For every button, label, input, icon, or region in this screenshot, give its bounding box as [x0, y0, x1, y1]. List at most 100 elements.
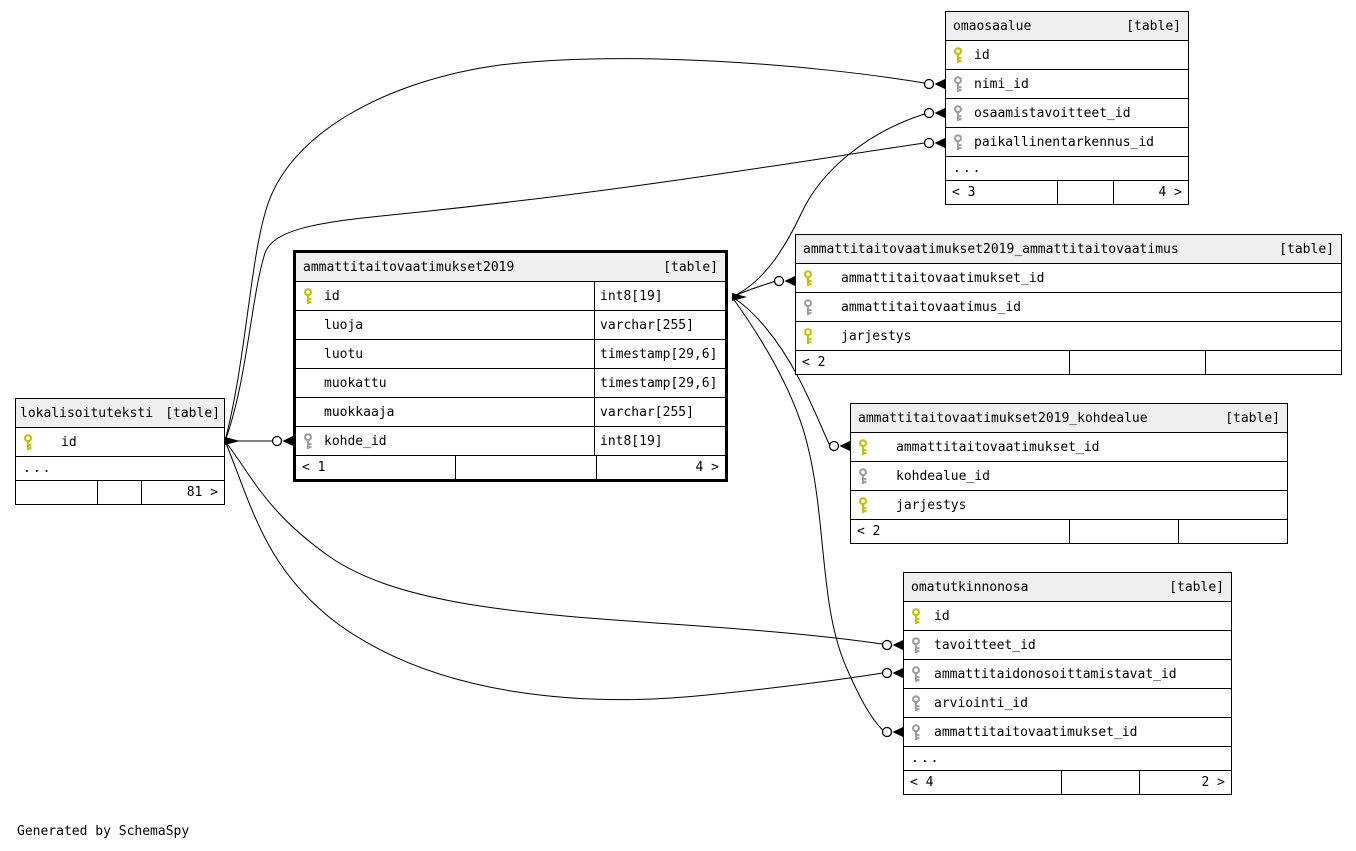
edge-endpoint [271, 435, 293, 447]
foreign-key-icon [952, 133, 966, 151]
primary-key-icon [22, 433, 36, 451]
foreign-key-icon [910, 636, 924, 654]
more-columns-ellipsis: ... [16, 456, 224, 480]
footer-parents: < 3 [952, 185, 976, 200]
column-row[interactable]: ammattitaidonosoittamistavat_id [904, 659, 1231, 688]
footer-children: 4 > [596, 456, 725, 479]
footer-children [1204, 351, 1341, 374]
foreign-key-icon [952, 75, 966, 93]
table-header[interactable]: ammattitaitovaatimukset2019 [table] [296, 253, 725, 281]
table-name: ammattitaitovaatimukset2019_kohdealue [858, 410, 1148, 426]
column-row[interactable]: ammattitaitovaatimukset_id [904, 717, 1231, 746]
footer-parents: < 2 [802, 355, 826, 370]
column-name: ammattitaidonosoittamistavat_id [934, 666, 1177, 682]
column-name: arviointi_id [934, 695, 1028, 711]
primary-key-icon [802, 269, 816, 287]
column-name: kohdealue_id [896, 468, 990, 484]
column-type: varchar[255] [594, 311, 725, 339]
column-row[interactable]: ammattitaitovaatimukset_id [851, 432, 1287, 461]
column-row[interactable]: id [946, 40, 1188, 69]
column-row[interactable]: ammattitaitovaatimus_id [796, 292, 1341, 321]
table-header[interactable]: omatutkinnonosa [table] [904, 573, 1231, 601]
footer-middle [1060, 771, 1139, 794]
column-row[interactable]: jarjestys [796, 321, 1341, 350]
table-tag: [table] [663, 259, 718, 275]
column-row[interactable]: tavoitteet_id [904, 630, 1231, 659]
column-name: muokkaaja [324, 404, 395, 420]
column-name: id [61, 434, 77, 450]
footer-middle [97, 481, 141, 504]
table-header[interactable]: ammattitaitovaatimukset2019_ammattitaito… [796, 235, 1341, 263]
footer-children: 2 > [1139, 771, 1231, 794]
column-name: nimi_id [974, 76, 1029, 92]
primary-key-icon [857, 438, 871, 456]
edge-ammattitaitovaatimukset2019-ammattitaitovaatimus [731, 281, 775, 298]
footer-parents [16, 481, 97, 504]
column-row[interactable]: id [16, 427, 224, 456]
table-header[interactable]: ammattitaitovaatimukset2019_kohdealue [t… [851, 404, 1287, 432]
table-tag: [table] [1126, 18, 1181, 34]
foreign-key-icon [302, 432, 316, 450]
table-header[interactable]: omaosaalue [table] [946, 12, 1188, 40]
edge-endpoint [881, 639, 903, 651]
primary-key-icon [910, 607, 924, 625]
generated-by-note: Generated by SchemaSpy [17, 824, 190, 839]
column-row[interactable]: luoja varchar[255] [296, 310, 725, 339]
column-row[interactable]: kohdealue_id [851, 461, 1287, 490]
column-row[interactable]: osaamistavoitteet_id [946, 98, 1188, 127]
table-name: lokalisoituteksti [20, 405, 154, 421]
table-name: ammattitaitovaatimukset2019 [303, 259, 515, 275]
column-rows: id nimi_id osaamistavoitteet_id paikallinen… [946, 40, 1188, 156]
column-row[interactable]: paikallinentarkennus_id [946, 127, 1188, 156]
foreign-key-icon [910, 723, 924, 741]
column-rows: id tavoitteet_id ammattitaidonosoittamista… [904, 601, 1231, 746]
column-row[interactable]: arviointi_id [904, 688, 1231, 717]
table-ammattitaitovaatimukset2019-kohdealue: ammattitaitovaatimukset2019_kohdealue [t… [850, 403, 1288, 544]
column-type: varchar[255] [594, 398, 725, 426]
edge-endpoint [923, 137, 945, 149]
more-columns-ellipsis: ... [946, 156, 1188, 180]
footer-children [1178, 520, 1287, 543]
column-row[interactable]: nimi_id [946, 69, 1188, 98]
column-name: luoja [324, 317, 364, 333]
column-name: ammattitaitovaatimukset_id [934, 724, 1138, 740]
edge-endpoint [923, 78, 945, 90]
column-name: kohde_id [324, 433, 387, 449]
edge-endpoint [881, 726, 903, 738]
footer-middle [1069, 520, 1178, 543]
table-footer: < 1 4 > [296, 455, 725, 479]
column-name: ammattitaitovaatimukset_id [896, 439, 1100, 455]
column-name: muokattu [324, 375, 387, 391]
table-tag: [table] [1279, 241, 1334, 257]
column-row[interactable]: id [904, 601, 1231, 630]
table-name: ammattitaitovaatimukset2019_ammattitaito… [803, 241, 1179, 257]
column-rows: id [16, 427, 224, 456]
footer-children: 4 > [1112, 181, 1188, 204]
column-row[interactable]: muokkaaja varchar[255] [296, 397, 725, 426]
primary-key-icon [802, 327, 816, 345]
column-row[interactable]: ammattitaitovaatimukset_id [796, 263, 1341, 292]
column-row[interactable]: jarjestys [851, 490, 1287, 519]
foreign-key-icon [910, 694, 924, 712]
column-name: tavoitteet_id [934, 637, 1036, 653]
footer-middle [1057, 181, 1113, 204]
column-name: osaamistavoitteet_id [974, 105, 1131, 121]
footer-parents: < 2 [857, 524, 881, 539]
column-type: timestamp[29,6] [594, 340, 725, 368]
column-name: id [324, 288, 340, 304]
table-name: omatutkinnonosa [911, 579, 1029, 595]
column-name: jarjestys [841, 328, 912, 344]
foreign-key-icon [857, 467, 871, 485]
edge-endpoint [923, 107, 945, 119]
foreign-key-icon [910, 665, 924, 683]
table-header[interactable]: lokalisoituteksti [table] [16, 399, 224, 427]
